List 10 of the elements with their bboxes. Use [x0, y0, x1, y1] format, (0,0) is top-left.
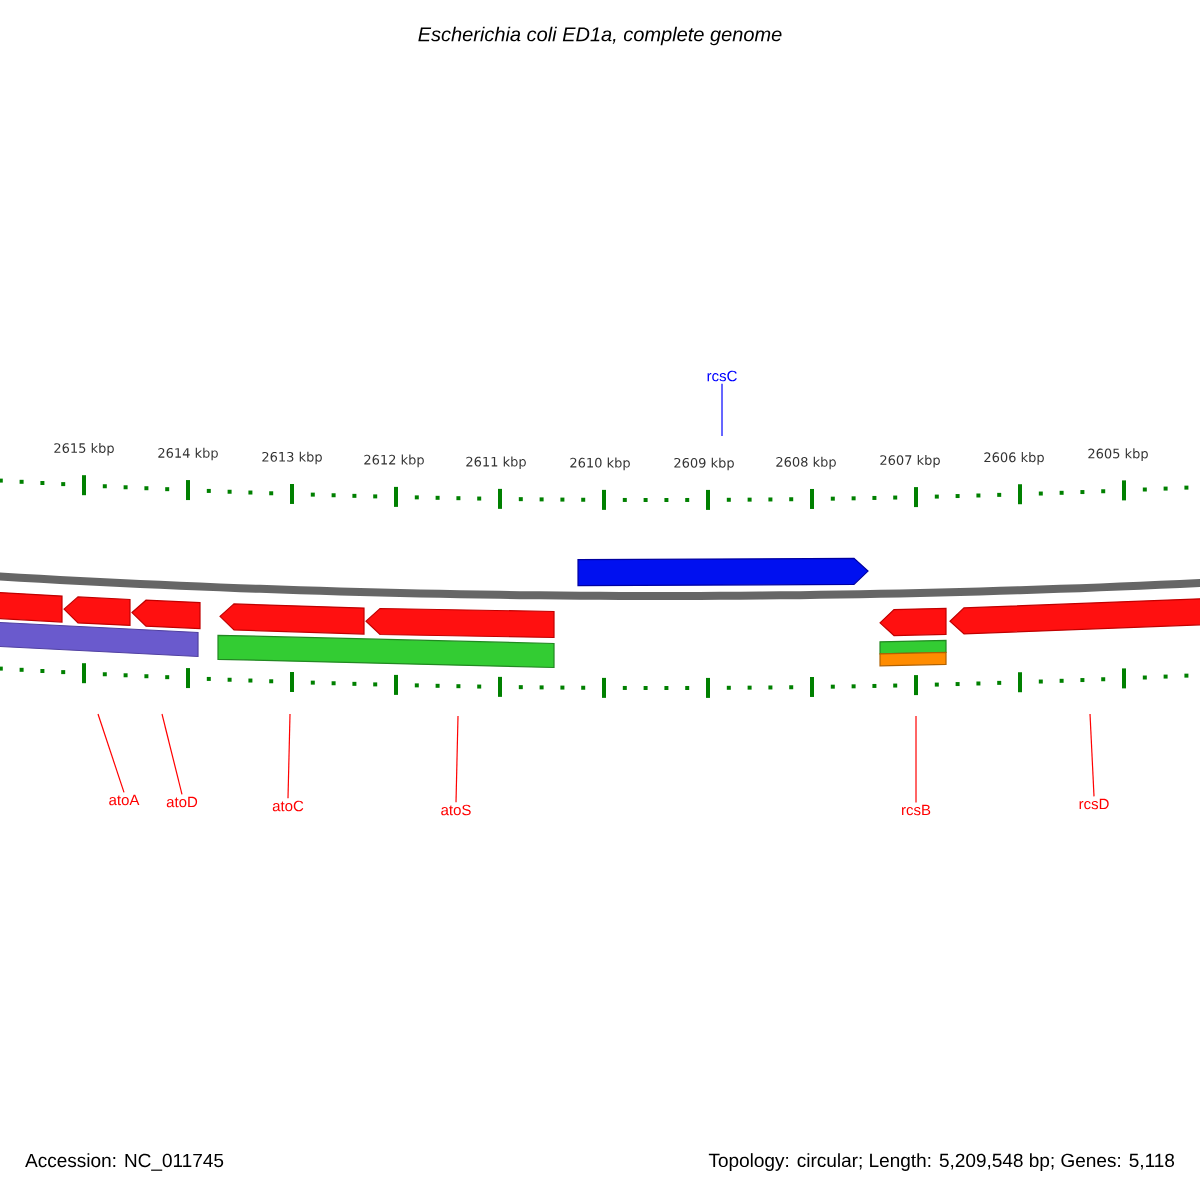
genome-info-text: Topology: circular; Length: 5,209,548 bp; Genes: 5,118	[708, 1153, 1175, 1171]
leader-line	[915, 715, 917, 803]
leader-line	[455, 715, 459, 803]
title: Escherichia coli ED1a, complete genome	[418, 26, 782, 46]
accession-text: Accession: NC_011745	[25, 1153, 224, 1171]
leader-line	[97, 713, 125, 793]
leader-line	[287, 713, 291, 799]
leader-line	[161, 713, 183, 795]
leader-line	[721, 383, 723, 437]
leader-line	[1089, 713, 1095, 797]
